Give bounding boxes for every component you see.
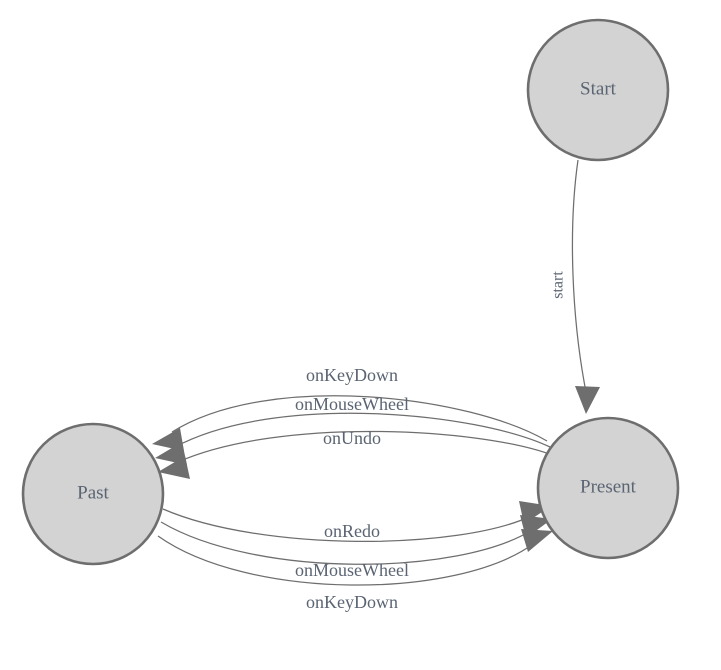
edge-label-past-present-3: onKeyDown xyxy=(306,592,398,612)
edge-label-present-past-2: onMouseWheel xyxy=(295,394,409,414)
node-past[interactable]: Past xyxy=(21,422,165,566)
node-present-circle xyxy=(536,416,680,560)
node-start-label: Start xyxy=(580,78,617,99)
arrowhead-present-past-1 xyxy=(152,428,184,451)
node-past-label: Past xyxy=(77,482,109,503)
edge-path-start xyxy=(571,159,587,393)
arrowhead-past-present-3 xyxy=(521,529,553,552)
arrowhead-present-past-3 xyxy=(158,456,190,479)
edge-start[interactable]: start xyxy=(550,159,600,414)
edge-path-present-past-2 xyxy=(174,412,551,448)
edge-present-past-2[interactable]: onMouseWheel xyxy=(155,394,551,465)
node-present[interactable]: Present xyxy=(536,416,680,560)
edge-present-past-3[interactable]: onUndo xyxy=(158,428,553,479)
edge-label-past-present-2: onMouseWheel xyxy=(295,560,409,580)
node-start[interactable]: Start xyxy=(526,18,670,162)
arrowhead-present-past-2 xyxy=(155,442,187,465)
node-past-circle xyxy=(21,422,165,566)
edge-path-past-present-2 xyxy=(160,521,533,565)
node-present-label: Present xyxy=(580,476,637,497)
edge-past-present-1[interactable]: onRedo xyxy=(162,501,551,542)
edge-label-present-past-1: onKeyDown xyxy=(306,365,398,385)
edge-path-present-past-3 xyxy=(177,430,553,463)
edge-path-past-present-1 xyxy=(162,508,532,542)
edge-label-start: start xyxy=(550,271,567,299)
edge-present-past-1[interactable]: onKeyDown xyxy=(152,365,548,451)
node-start-circle xyxy=(526,18,670,162)
edge-label-present-past-3: onUndo xyxy=(323,428,381,448)
arrowhead-start xyxy=(575,386,600,414)
edge-label-past-present-1: onRedo xyxy=(324,521,380,541)
edge-past-present-3[interactable]: onKeyDown xyxy=(157,529,553,612)
edge-path-present-past-1 xyxy=(171,395,548,442)
edge-path-past-present-3 xyxy=(157,535,534,586)
